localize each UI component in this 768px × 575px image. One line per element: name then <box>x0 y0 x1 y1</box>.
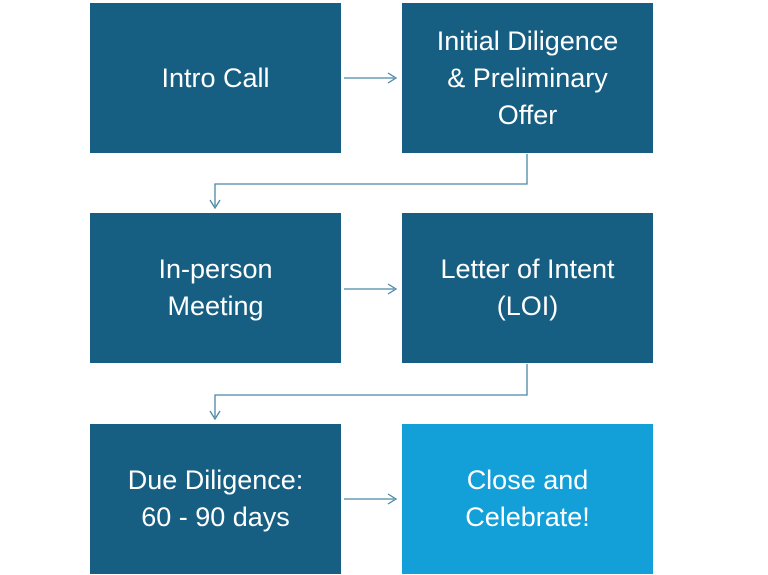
step-text-line: Celebrate! <box>465 502 590 532</box>
step-close-and-celebrate-label: Close and Celebrate! <box>465 462 590 536</box>
step-text-line: (LOI) <box>496 291 559 321</box>
step-intro-call-label: Intro Call <box>161 60 269 97</box>
arrow-step2-to-step3 <box>209 154 528 210</box>
step-initial-diligence-label: Initial Diligence & Preliminary Offer <box>437 23 619 134</box>
step-due-diligence: Due Diligence: 60 - 90 days <box>90 424 341 574</box>
arrow-step5-to-step6 <box>344 493 398 505</box>
step-text-line: Offer <box>497 99 558 130</box>
step-text-line: Meeting <box>167 291 264 321</box>
step-text-line: Initial Diligence <box>436 25 619 56</box>
step-text-line: In-person <box>158 254 273 284</box>
step-intro-call: Intro Call <box>90 3 341 153</box>
step-text-line: Intro Call <box>161 62 270 93</box>
step-text-line: & Preliminary <box>447 62 608 93</box>
step-text-line: Letter of Intent <box>440 254 615 284</box>
step-in-person-meeting-label: In-person Meeting <box>158 251 272 325</box>
step-due-diligence-label: Due Diligence: 60 - 90 days <box>128 462 304 536</box>
arrow-step3-to-step4 <box>344 283 398 295</box>
step-in-person-meeting: In-person Meeting <box>90 213 341 363</box>
step-text-line: 60 - 90 days <box>141 502 290 532</box>
arrow-step4-to-step5 <box>209 364 528 421</box>
step-letter-of-intent: Letter of Intent (LOI) <box>402 213 653 363</box>
step-letter-of-intent-label: Letter of Intent (LOI) <box>440 251 614 325</box>
arrow-step1-to-step2 <box>344 72 398 84</box>
step-text-line: Due Diligence: <box>127 465 304 495</box>
step-text-line: Close and <box>466 465 589 495</box>
step-close-and-celebrate: Close and Celebrate! <box>402 424 653 574</box>
step-initial-diligence: Initial Diligence & Preliminary Offer <box>402 3 653 153</box>
